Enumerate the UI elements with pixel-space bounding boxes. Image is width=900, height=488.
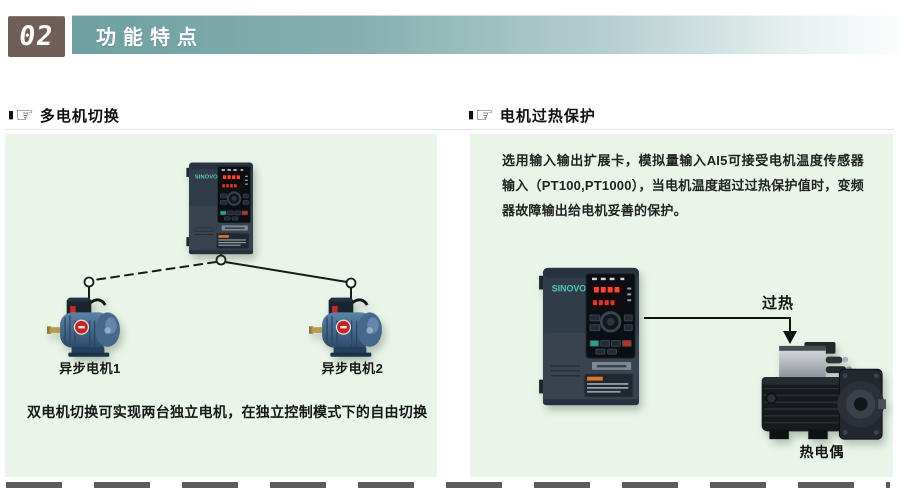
section-number-box: 02	[8, 16, 65, 57]
page-title: 功能特点	[96, 26, 204, 49]
motor-1-label: 异步电机1	[59, 361, 121, 376]
hand-glyph-icon: ☞	[15, 103, 34, 127]
brand-logo: SINOVO	[195, 174, 218, 180]
overheat-label: 过热	[761, 295, 794, 312]
panel-multi-motor-switching: SINOVO	[5, 134, 437, 477]
header-divider	[6, 129, 894, 130]
section-number: 02	[17, 21, 56, 52]
hand-glyph-icon: ☞	[475, 103, 494, 127]
inverter-large: SINOVO	[537, 264, 645, 411]
motor-2	[309, 296, 391, 360]
feature-title-right-text: 电机过热保护	[499, 107, 596, 125]
feature-title-right: ▮ ☞ 电机过热保护	[468, 104, 596, 126]
section-title-banner: 功能特点	[72, 15, 900, 54]
feature-title-left-text: 多电机切换	[39, 107, 120, 125]
inverter-small: SINOVO	[185, 160, 257, 258]
overheat-paragraph: 选用输入输出扩展卡，模拟量输入AI5可接受电机温度传感器输入（PT100,PT1…	[502, 153, 864, 218]
switching-caption: 双电机切换可实现两台独立电机，在独立控制模式下的自由切换	[27, 404, 428, 420]
feature-title-left: ▮ ☞ 多电机切换	[8, 104, 120, 126]
servo-motor	[750, 340, 886, 447]
async-motor-graphic	[47, 297, 120, 357]
bullet-icon: ▮	[468, 108, 475, 121]
motor-2-label: 异步电机2	[321, 361, 384, 376]
inverter-graphic: SINOVO	[539, 267, 640, 406]
pointer-hand-icon: ▮ ☞	[468, 105, 494, 126]
async-motor-graphic	[309, 297, 382, 357]
motor-1	[47, 296, 129, 360]
panel-motor-overheat-protection: 选用输入输出扩展卡，模拟量输入AI5可接受电机温度传感器输入（PT100,PT1…	[470, 134, 893, 477]
inverter-graphic: SINOVO	[186, 162, 254, 255]
pointer-hand-icon: ▮ ☞	[8, 105, 34, 126]
servo-motor-graphic	[761, 342, 886, 440]
bottom-dashed-divider	[6, 482, 890, 488]
bullet-icon: ▮	[8, 108, 15, 121]
thermocouple-label: 热电偶	[799, 444, 845, 460]
brand-logo: SINOVO	[552, 283, 586, 293]
